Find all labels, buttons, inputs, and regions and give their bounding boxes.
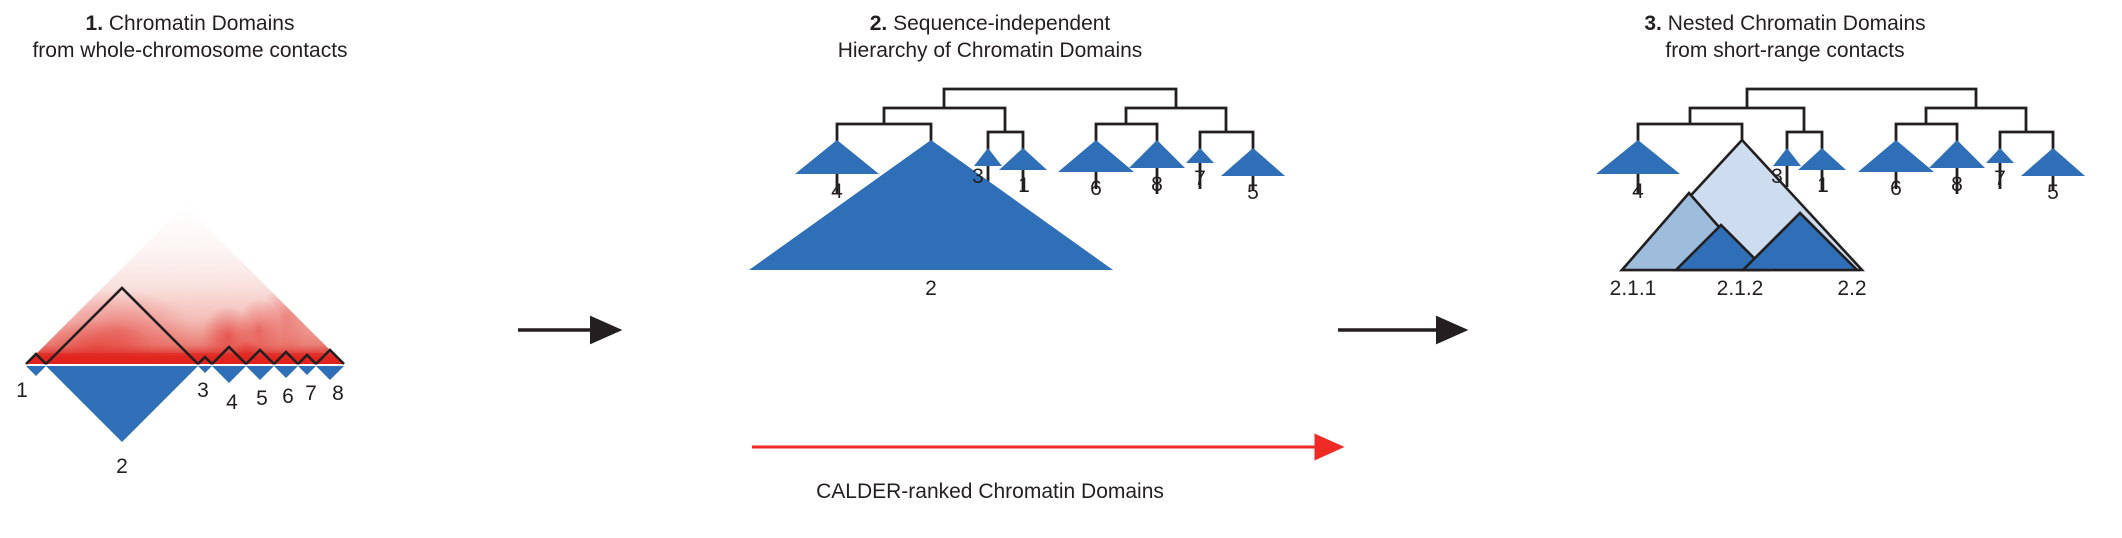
panel-1-graphic: 1 3 4 5 6 7 8 2 xyxy=(16,205,345,478)
domain-outline-1 xyxy=(25,352,47,365)
panel-1-label-3: 3 xyxy=(197,379,209,402)
panel-1-title: 1. Chromatin Domains from whole-chromoso… xyxy=(0,10,380,64)
panel-1-labels: 1 3 4 5 6 7 8 2 xyxy=(16,379,344,478)
panel-3-graphic: 4 2.1.1 2.1.2 2.2 3 1 6 8 7 5 xyxy=(1596,87,2085,300)
panel-2-leaf-triangle-4 xyxy=(795,140,879,174)
panel-2-leaf-triangle-8 xyxy=(1129,140,1185,168)
panel-2-label-8: 8 xyxy=(1151,173,1163,196)
panel-2-title: 2. Sequence-independent Hierarchy of Chr… xyxy=(800,10,1180,64)
panel-3-label-4: 4 xyxy=(1632,180,1644,203)
panel-1-label-4: 4 xyxy=(226,391,238,414)
panel-2-leaf-triangle-6 xyxy=(1058,140,1134,172)
panel-3-leaf-triangle-6 xyxy=(1858,140,1934,172)
panel-3-title-line2: from short-range contacts xyxy=(1665,39,1905,62)
panel-3-label-1: 1 xyxy=(1817,174,1829,197)
panel-2-labels: 4 2 3 1 6 8 7 5 xyxy=(831,165,1259,300)
panel-2-number: 2. xyxy=(869,12,888,35)
panel-2-leaf-triangles xyxy=(749,140,1285,270)
panel-3-leaf-triangle-1 xyxy=(1798,148,1846,170)
panel-3-label-6: 6 xyxy=(1890,177,1902,200)
panel-1-label-1: 1 xyxy=(16,379,28,402)
domain-outline-7 xyxy=(297,353,317,365)
domain-triangle-3 xyxy=(198,366,212,373)
panel-2-label-5: 5 xyxy=(1247,181,1259,204)
panel-2-title-line1: Sequence-independent xyxy=(893,12,1111,35)
domain-outline-5 xyxy=(245,348,275,365)
domain-triangle-5 xyxy=(246,366,274,380)
panel-2-label-6: 6 xyxy=(1090,177,1102,200)
panel-2-leaf-triangle-1 xyxy=(999,148,1047,170)
panel-3-label-7: 7 xyxy=(1994,167,2006,190)
panel-3-label-2-2: 2.2 xyxy=(1837,277,1866,300)
panel-1-domain-outlines xyxy=(25,286,345,365)
panel-3-labels: 4 2.1.1 2.1.2 2.2 3 1 6 8 7 5 xyxy=(1610,165,2059,300)
panel-1-domain-triangles xyxy=(26,366,344,442)
panel-3-label-8: 8 xyxy=(1951,173,1963,196)
panel-3-leaf-triangle-5 xyxy=(2021,148,2085,176)
domain-outline-8 xyxy=(315,348,345,365)
domain-outline-3 xyxy=(197,355,213,365)
domain-outline-2 xyxy=(45,286,199,365)
panel-3-number: 3. xyxy=(1644,12,1662,35)
nested-layer-2-2 xyxy=(1739,211,1861,272)
panel-3-label-3: 3 xyxy=(1771,165,1783,188)
panel-3-leaf-triangle-7 xyxy=(1986,148,2014,163)
panel-3-leaf-triangle-3 xyxy=(1773,148,1801,166)
panel-3-leaf-triangles xyxy=(1596,140,2085,176)
panel-1-label-5: 5 xyxy=(256,387,268,410)
domain-triangle-4 xyxy=(212,366,246,383)
panel-1-number: 1. xyxy=(85,12,104,35)
domain-triangle-7 xyxy=(298,366,316,375)
panel-1-label-7: 7 xyxy=(305,382,317,405)
panel-2-label-1: 1 xyxy=(1018,174,1030,197)
domain-triangle-8 xyxy=(316,366,344,380)
panel-2-label-3: 3 xyxy=(972,165,984,188)
panel-3-title: 3. Nested Chromatin Domains from short-r… xyxy=(1575,10,1995,64)
panel-2-graphic: 4 2 3 1 6 8 7 5 xyxy=(749,87,1285,300)
calder-caption: CALDER-ranked Chromatin Domains xyxy=(816,480,1164,503)
panel-1-label-6: 6 xyxy=(282,385,294,408)
panel-1-title-line2: from whole-chromosome contacts xyxy=(32,39,348,62)
panel-2-leaf-triangle-3 xyxy=(974,148,1002,166)
panel-2-title-line2: Hierarchy of Chromatin Domains xyxy=(837,39,1143,62)
domain-triangle-2 xyxy=(46,366,198,442)
panel-2-label-4: 4 xyxy=(831,180,843,203)
panel-3-leaf-triangle-4 xyxy=(1596,140,1680,174)
panel-1-label-8: 8 xyxy=(332,382,344,405)
domain-outline-6 xyxy=(273,350,299,365)
panel-2-leaf-triangle-5 xyxy=(1221,148,1285,176)
panel-3-title-line1: Nested Chromatin Domains xyxy=(1667,12,1926,35)
domain-outline-4 xyxy=(211,345,247,365)
panel-3-label-2-1-2: 2.1.2 xyxy=(1717,277,1764,300)
panel-3-nested-domain-2 xyxy=(1619,138,1865,272)
panel-3-leaf-triangle-8 xyxy=(1929,140,1985,168)
panel-3-label-2-1-1: 2.1.1 xyxy=(1610,277,1657,300)
panel-2-leaf-triangle-2 xyxy=(749,140,1113,270)
panel-3-dendrogram xyxy=(1636,87,2055,194)
domain-triangle-1 xyxy=(26,366,46,376)
domain-triangle-6 xyxy=(274,366,298,378)
nested-layer-2-1-2 xyxy=(1672,223,1770,272)
panel-3-label-5: 5 xyxy=(2047,181,2059,204)
panel-2-label-2: 2 xyxy=(925,277,937,300)
panel-1-label-2: 2 xyxy=(116,455,128,478)
panel-2-label-7: 7 xyxy=(1194,167,1206,190)
hic-contact-heatmap xyxy=(26,205,344,364)
panel-2-leaf-triangle-7 xyxy=(1186,148,1214,163)
panel-1-title-line1: Chromatin Domains xyxy=(108,12,295,35)
